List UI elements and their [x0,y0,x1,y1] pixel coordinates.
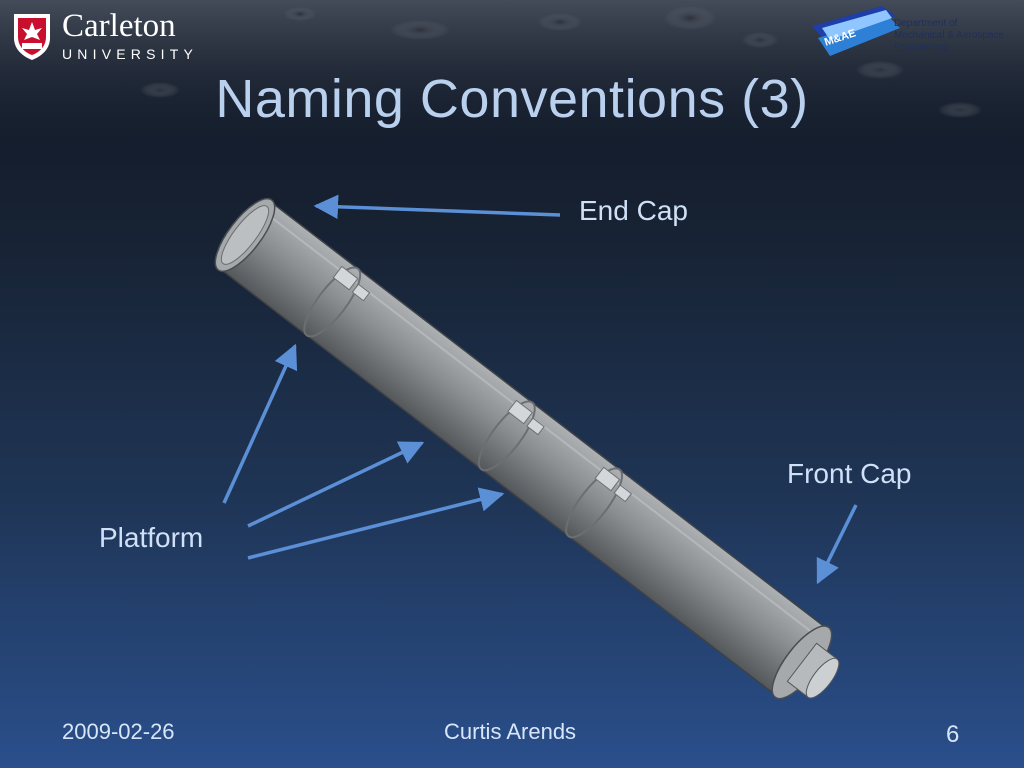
end-cap-arrow [313,194,561,220]
tube-body [214,198,840,700]
logo-carleton-text: Carleton [62,8,176,44]
carleton-logo: Carleton UNIVERSITY [10,8,210,66]
platform-arrow-2 [247,441,425,528]
footer-author: Curtis Arends [444,719,577,744]
footer-date: 2009-02-26 [62,719,175,744]
department-name: Department of Mechanical & Aerospace Eng… [894,18,1004,54]
department-line-1: Department of [894,18,958,29]
end-cap-label: End Cap [579,195,688,226]
logo-university-text: UNIVERSITY [62,46,199,62]
front-cap-label: Front Cap [787,458,912,489]
platform-ring-2 [477,400,536,472]
slide-title: Naming Conventions (3) [215,69,809,129]
page-number: 6 [946,721,960,748]
carleton-shield-icon [14,14,50,60]
mae-badge-icon [812,6,900,56]
platform-label: Platform [99,522,204,553]
platform-ring-3 [565,467,623,539]
platform-ring-1 [303,266,362,338]
department-line-3: Engineering [894,42,948,53]
front-cap-arrow [816,504,858,585]
department-logo: M&AE Department of Mechanical & Aerospac… [812,6,1018,62]
platform-arrow-1 [222,343,298,504]
platform-arrow-3 [247,487,505,560]
department-line-2: Mechanical & Aerospace [894,30,1005,41]
